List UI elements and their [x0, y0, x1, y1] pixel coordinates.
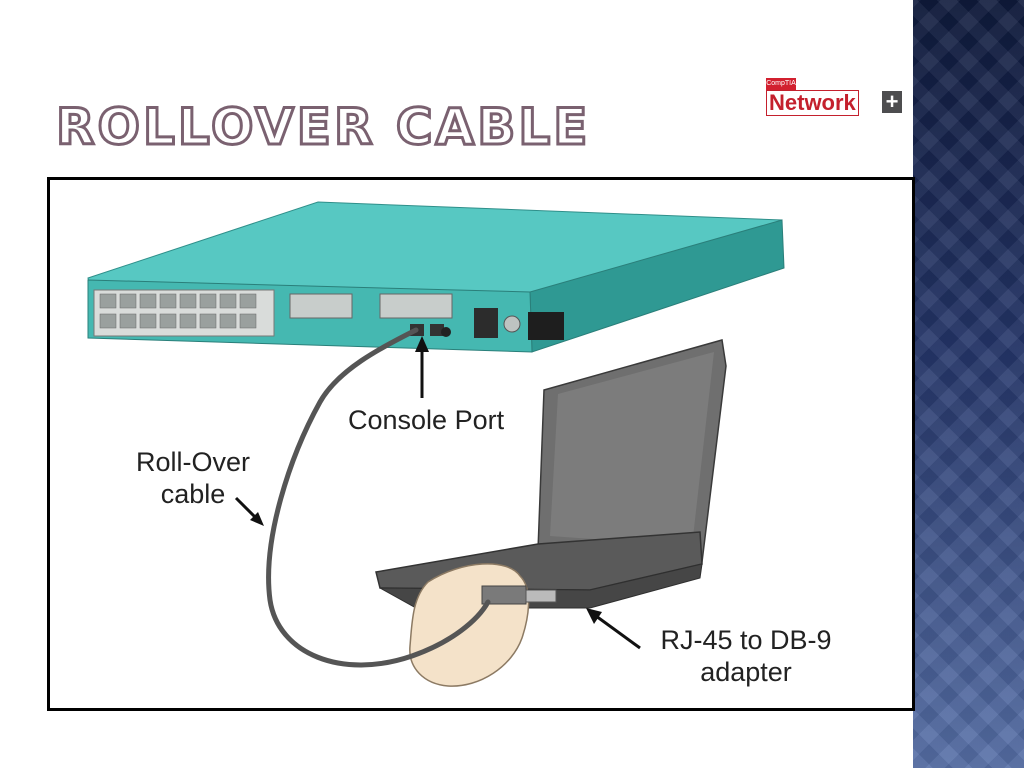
label-rj45-adapter: RJ-45 to DB-9 adapter	[646, 624, 846, 688]
rollover-arrow	[234, 496, 264, 526]
label-adapter-line2: adapter	[700, 657, 792, 687]
label-console-port: Console Port	[348, 405, 505, 435]
label-rollover-line1: Roll-Over	[135, 447, 250, 477]
logo-brand-top: CompTIA	[766, 78, 796, 90]
rollover-cable	[266, 327, 491, 668]
logo-word: Network	[766, 90, 859, 116]
diagram-illustration	[87, 201, 785, 687]
console-arrow	[415, 336, 429, 398]
comptia-network-plus-logo: CompTIA Network +	[766, 78, 908, 120]
slide-title: Rollover Cable	[54, 98, 591, 156]
router-illustration	[87, 201, 785, 353]
adapter-arrow	[586, 608, 641, 650]
logo-plus: +	[882, 91, 902, 113]
side-decor-strip	[913, 0, 1024, 768]
laptop-illustration	[375, 339, 727, 609]
label-adapter-line1: RJ-45 to DB-9	[660, 625, 832, 655]
label-rollover-line2: cable	[160, 479, 226, 509]
label-rollover-cable: Roll-Over cable	[118, 446, 268, 510]
rollover-diagram: Console Port Roll-Over cable RJ-45 to DB…	[47, 177, 915, 711]
